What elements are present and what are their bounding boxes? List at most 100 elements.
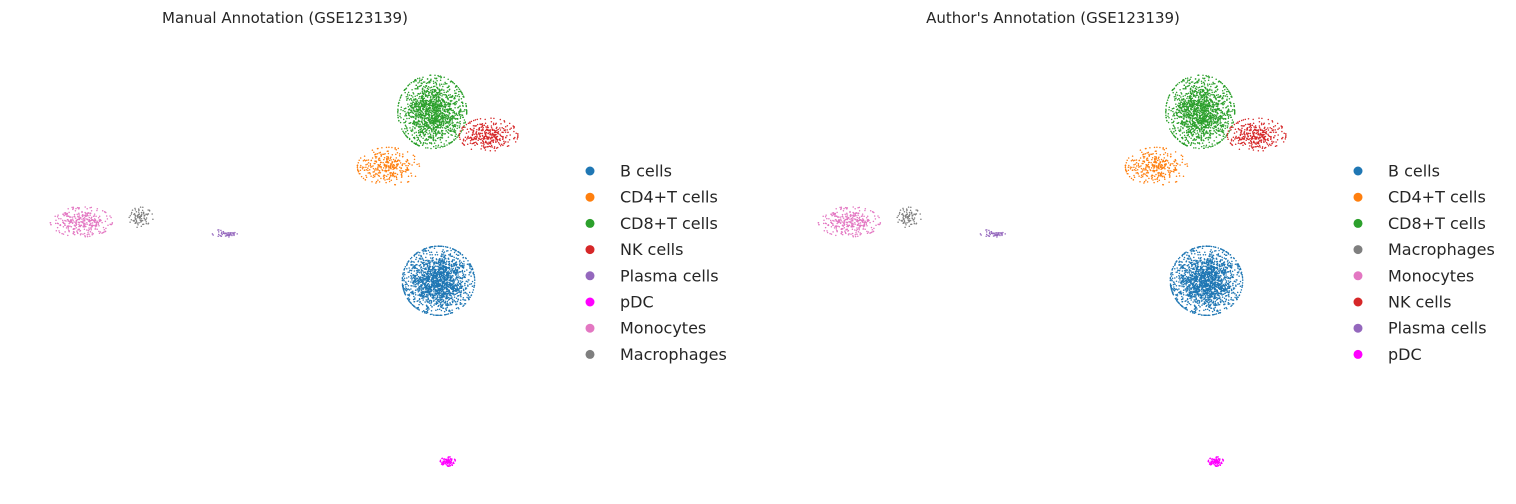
cell-point (409, 269, 411, 272)
cell-point (359, 157, 362, 159)
cell-point (421, 257, 423, 259)
cell-point (232, 232, 235, 234)
cell-point (430, 143, 433, 145)
cell-point (463, 144, 466, 146)
cell-point (459, 262, 461, 265)
cell-point (408, 99, 411, 101)
cell-point (441, 127, 444, 129)
cell-point (404, 291, 406, 293)
cell-point (443, 283, 446, 285)
cell-point (421, 276, 423, 279)
cell-point (509, 134, 511, 136)
cell-point (392, 168, 394, 170)
cell-point (409, 301, 411, 304)
cell-point (377, 174, 380, 177)
cell-point (441, 294, 444, 296)
cell-point (406, 166, 408, 169)
cell-point (101, 210, 104, 212)
cell-point (430, 272, 433, 275)
cell-point (462, 138, 465, 140)
cell-point (459, 276, 462, 279)
cell-point (407, 280, 410, 283)
cell-point (432, 267, 434, 269)
cell-point (444, 266, 446, 269)
cell-point (141, 209, 144, 212)
cell-point (233, 234, 235, 237)
cell-point (394, 172, 397, 175)
cell-point (375, 172, 377, 175)
cell-point (463, 260, 465, 263)
cell-point (476, 136, 478, 139)
cell-point (461, 93, 464, 96)
series-b-cells (1169, 245, 1244, 317)
cell-point (459, 90, 462, 93)
cell-point (421, 310, 424, 313)
cell-point (367, 159, 370, 161)
cell-point (420, 82, 423, 84)
cell-point (413, 122, 416, 125)
cell-point (413, 295, 415, 298)
cell-point (495, 133, 497, 136)
cell-point (433, 283, 436, 285)
cell-point (379, 163, 382, 166)
cell-point (433, 98, 436, 101)
cell-point (435, 139, 437, 142)
cell-point (436, 279, 439, 281)
series-pdc (439, 456, 457, 467)
cell-point (75, 222, 77, 225)
cell-point (439, 139, 442, 141)
cell-point (412, 81, 415, 83)
author-annotation-panel: Author's Annotation (GSE123139) B cellsC… (817, 9, 1495, 467)
cell-point (228, 236, 230, 238)
cell-point (451, 120, 454, 122)
cell-point (422, 143, 425, 145)
cell-point (414, 279, 416, 281)
cell-point (456, 263, 458, 266)
cell-point (435, 258, 438, 261)
cell-point (491, 146, 493, 148)
cell-point (448, 123, 450, 125)
cell-point (412, 290, 414, 292)
cell-point (401, 175, 403, 177)
cell-point (465, 102, 467, 105)
cell-point (95, 221, 98, 224)
cell-point (402, 118, 405, 121)
cell-point (444, 127, 446, 129)
cell-point (54, 215, 56, 217)
cell-point (445, 283, 447, 286)
cell-point (366, 159, 368, 161)
cell-point (438, 295, 441, 297)
cell-point (432, 80, 435, 82)
cell-point (429, 96, 432, 99)
cell-point (430, 299, 433, 302)
cell-point (437, 96, 440, 99)
cell-point (487, 138, 489, 141)
cell-point (429, 118, 431, 121)
legend-label: NK cells (620, 240, 683, 259)
cell-point (457, 254, 460, 256)
cell-point (137, 211, 140, 213)
cell-point (464, 302, 466, 305)
cell-point (419, 123, 421, 126)
cell-point (498, 139, 501, 141)
cell-point (366, 163, 369, 165)
cell-point (413, 285, 415, 288)
cell-point (431, 306, 433, 308)
cell-point (387, 156, 389, 158)
cell-point (460, 285, 463, 288)
cell-point (429, 74, 432, 76)
legend-marker (585, 349, 595, 359)
cell-point (448, 107, 451, 110)
cell-point (445, 91, 448, 94)
cell-point (446, 90, 449, 92)
cell-point (410, 288, 412, 290)
cell-point (442, 118, 444, 121)
cell-point (429, 290, 432, 293)
cell-point (418, 163, 420, 165)
cell-point (81, 213, 84, 216)
cell-point (229, 234, 232, 236)
cell-point (445, 101, 448, 104)
cell-point (436, 273, 439, 276)
cell-point (435, 314, 438, 316)
cell-point (458, 267, 460, 270)
